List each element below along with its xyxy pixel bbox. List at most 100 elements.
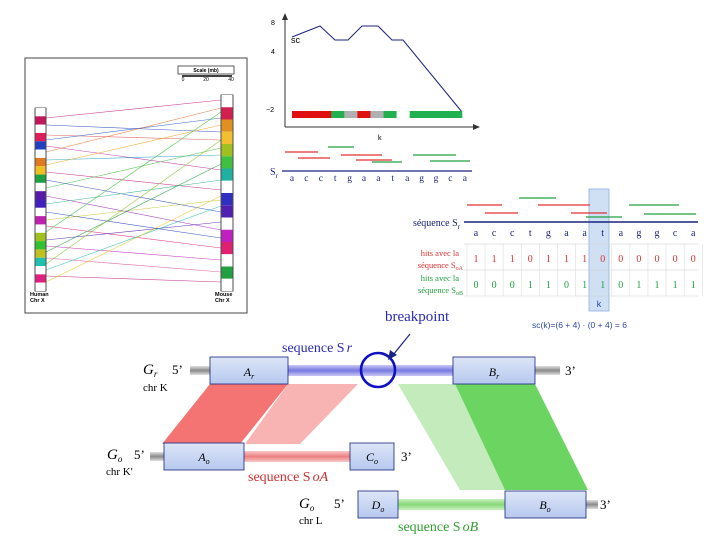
formula: sc(k)=(6 + 4) · (0 + 4) = 6: [532, 320, 627, 330]
hit-value-b: 0: [618, 280, 623, 291]
hit-value-b: 0: [510, 280, 515, 291]
chromosome-band: [221, 193, 233, 206]
synteny-link-line: [45, 147, 222, 189]
row-label-a-line1: hits avec la: [421, 248, 459, 258]
synteny-link-line: [45, 275, 222, 283]
hit-value-a: 0: [618, 254, 623, 265]
y-tick-8: 8: [271, 20, 275, 27]
mouse-chromosome: [220, 94, 234, 292]
sequence-soa-bar: [244, 451, 350, 462]
synteny-link-line: [45, 245, 222, 261]
hit-value-b: 0: [474, 280, 479, 291]
synteny-link-line: [45, 179, 222, 213]
synteny-link-line: [45, 179, 222, 205]
block-bo: [504, 490, 587, 519]
synteny-link-line: [45, 154, 222, 161]
hit-value-b: 1: [655, 280, 660, 291]
table-letter: t: [529, 228, 532, 239]
sequence-letter: c: [319, 174, 323, 184]
scale-title: Scale (mb): [193, 68, 219, 74]
hit-value-a: 0: [636, 254, 641, 265]
breakpoint-circle: [359, 351, 397, 389]
track-segment: [318, 111, 332, 118]
chromosome-band: [35, 191, 46, 200]
go2-chr-label: chr L: [299, 515, 323, 527]
score-y-arrow: [282, 13, 288, 20]
chromosome-band: [35, 166, 46, 175]
sequence-letter: c: [448, 174, 452, 184]
hit-value-a: 1: [510, 254, 515, 265]
hit-value-a: 1: [564, 254, 569, 265]
synteny-link-line: [45, 99, 222, 119]
block-do: [357, 490, 399, 519]
block-ao-label: Ao: [197, 450, 209, 466]
block-br: [452, 356, 536, 385]
synteny-link-line: [45, 145, 222, 171]
chromosome-band: [35, 266, 46, 275]
synteny-link-line: [45, 139, 222, 265]
chromosome-band: [221, 205, 233, 218]
chromosome-band: [35, 108, 46, 117]
block-co-label: Co: [366, 450, 378, 466]
chromosome-band: [35, 182, 46, 192]
k-label: k: [597, 299, 602, 309]
hit-value-a: 1: [492, 254, 497, 265]
table-letter: c: [492, 228, 497, 239]
sequence-letter: g: [347, 174, 352, 184]
hit-value-b: 0: [564, 280, 569, 291]
hit-value-a: 0: [691, 254, 696, 265]
block-ar-label: Ar: [243, 365, 255, 381]
chromosome-band: [35, 257, 46, 267]
track-segment: [357, 111, 371, 118]
gr-left-tail: [190, 366, 210, 375]
chromosome-band: [221, 278, 233, 291]
sequence-letter: c: [304, 174, 308, 184]
synteny-link-line: [45, 124, 222, 133]
synteny-link-line: [45, 225, 222, 249]
chromosome-band: [221, 95, 233, 108]
synteny-link-line: [45, 163, 222, 253]
sequence-letter: a: [362, 174, 367, 184]
sc-label: sc: [291, 35, 301, 45]
hit-value-a: 1: [546, 254, 551, 265]
table-hit-bars: [467, 197, 696, 218]
go1-five-prime: 5’: [134, 447, 145, 462]
chromosome-band: [221, 131, 233, 144]
sequence-letter: a: [290, 174, 295, 184]
score-x-arrow: [473, 124, 480, 130]
go1-label: Go: [107, 447, 123, 464]
row-label-b-line1: hits avec la: [421, 273, 459, 283]
go2-right-tail: [586, 500, 598, 509]
chromosome-band: [35, 149, 46, 158]
hit-value-b: 1: [528, 280, 533, 291]
chromosome-band: [35, 241, 46, 250]
sr-label: Sr: [270, 167, 279, 180]
table-letter: g: [655, 228, 660, 239]
sequence-letter: g: [419, 174, 424, 184]
block-bo-label: Bo: [539, 498, 550, 514]
table-letter: c: [510, 228, 515, 239]
hit-value-a: 0: [600, 254, 605, 265]
chromosome-band: [221, 254, 233, 267]
table-grid-lines: [466, 244, 703, 296]
go1-chr-label: chr K': [106, 466, 133, 478]
track-segment: [292, 111, 306, 118]
block-ao: [163, 442, 245, 471]
block-co: [349, 442, 395, 471]
table-letter: t: [601, 228, 604, 239]
chromosome-band: [221, 144, 233, 157]
hit-value-b: 1: [636, 280, 641, 291]
gr-chr-label: chr K: [143, 382, 168, 394]
score-curve: [291, 25, 463, 113]
track-segment: [370, 111, 384, 118]
mapping-sr-soa: [245, 384, 358, 444]
highlight-column: [588, 188, 610, 312]
sequence-letter: a: [376, 174, 381, 184]
